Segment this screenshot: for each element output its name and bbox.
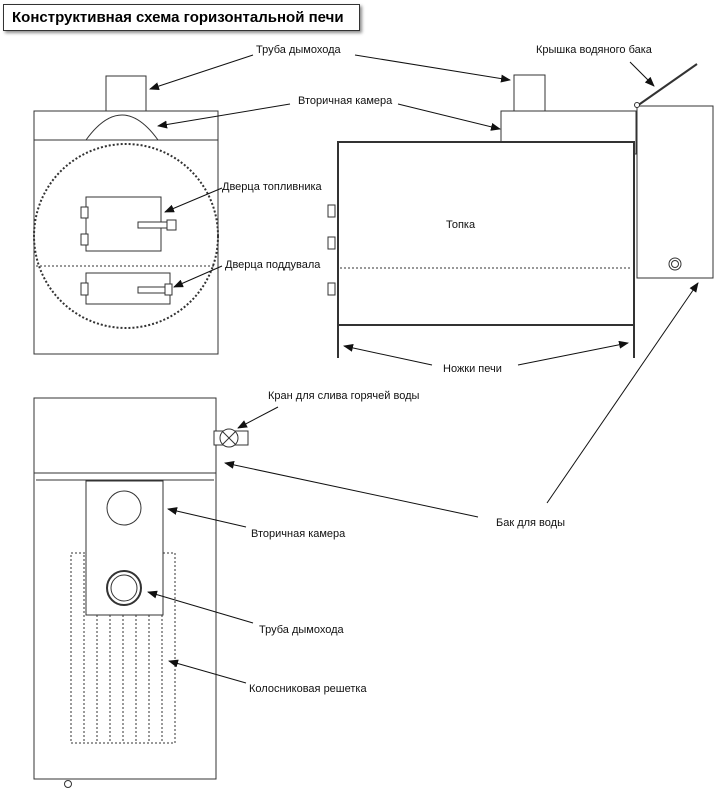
- label-grate: Колосниковая решетка: [249, 683, 367, 695]
- top-chimney-inner: [110, 574, 138, 602]
- label-legs: Ножки печи: [443, 363, 502, 375]
- top-tap-valve-x2: [222, 431, 236, 445]
- label-firebox-door: Дверца топливника: [222, 181, 322, 193]
- top-secondary-chamber: [85, 480, 164, 616]
- ash-door-knob: [164, 283, 173, 296]
- top-view: [33, 397, 249, 788]
- side-tank-lid-hinge: [634, 102, 640, 108]
- firebox-door-hinge-bottom: [80, 233, 89, 246]
- label-water-tank-lid: Крышка водяного бака: [536, 44, 652, 56]
- top-water-tank: [33, 397, 217, 474]
- ash-door-hinge: [80, 282, 89, 296]
- top-drain-knob: [64, 780, 72, 788]
- side-door-hinge-1: [327, 204, 336, 218]
- firebox-door-knob: [166, 219, 177, 231]
- side-body: [337, 141, 635, 326]
- top-secondary-opening: [106, 490, 142, 526]
- side-chimney: [513, 74, 546, 112]
- ash-door-handle: [137, 286, 169, 294]
- label-secondary-chamber-top: Вторичная камера: [298, 95, 393, 107]
- diagram-title-box: Конструктивная схема горизонтальной печи: [3, 4, 360, 31]
- label-chimney-bottom: Труба дымохода: [259, 624, 344, 636]
- side-tank-tap-inner: [671, 260, 679, 268]
- front-view: [33, 75, 219, 355]
- firebox-door-hinge-top: [80, 206, 89, 219]
- leader-arrows: [147, 54, 699, 684]
- label-hot-water-tap: Кран для слива горячей воды: [268, 390, 420, 402]
- label-chimney-top: Труба дымохода: [256, 44, 341, 56]
- side-view: [327, 63, 714, 358]
- side-door-hinge-3: [327, 282, 336, 296]
- diagram-title: Конструктивная схема горизонтальной печи: [12, 9, 344, 26]
- front-drum-outline: [33, 143, 219, 329]
- side-water-tank: [636, 105, 714, 279]
- front-chimney: [105, 75, 147, 112]
- side-tank-tap: [668, 257, 682, 271]
- firebox-door-handle: [137, 221, 169, 229]
- front-secondary-chamber-dome: [85, 114, 159, 141]
- side-door-hinge-2: [327, 236, 336, 250]
- label-secondary-chamber-bottom: Вторичная камера: [251, 528, 346, 540]
- label-firebox: Топка: [446, 219, 476, 231]
- top-chimney-outer: [106, 570, 142, 606]
- label-water-tank: Бак для воды: [496, 517, 565, 529]
- side-tank-lid: [636, 63, 698, 107]
- label-ash-door: Дверца поддувала: [225, 259, 321, 271]
